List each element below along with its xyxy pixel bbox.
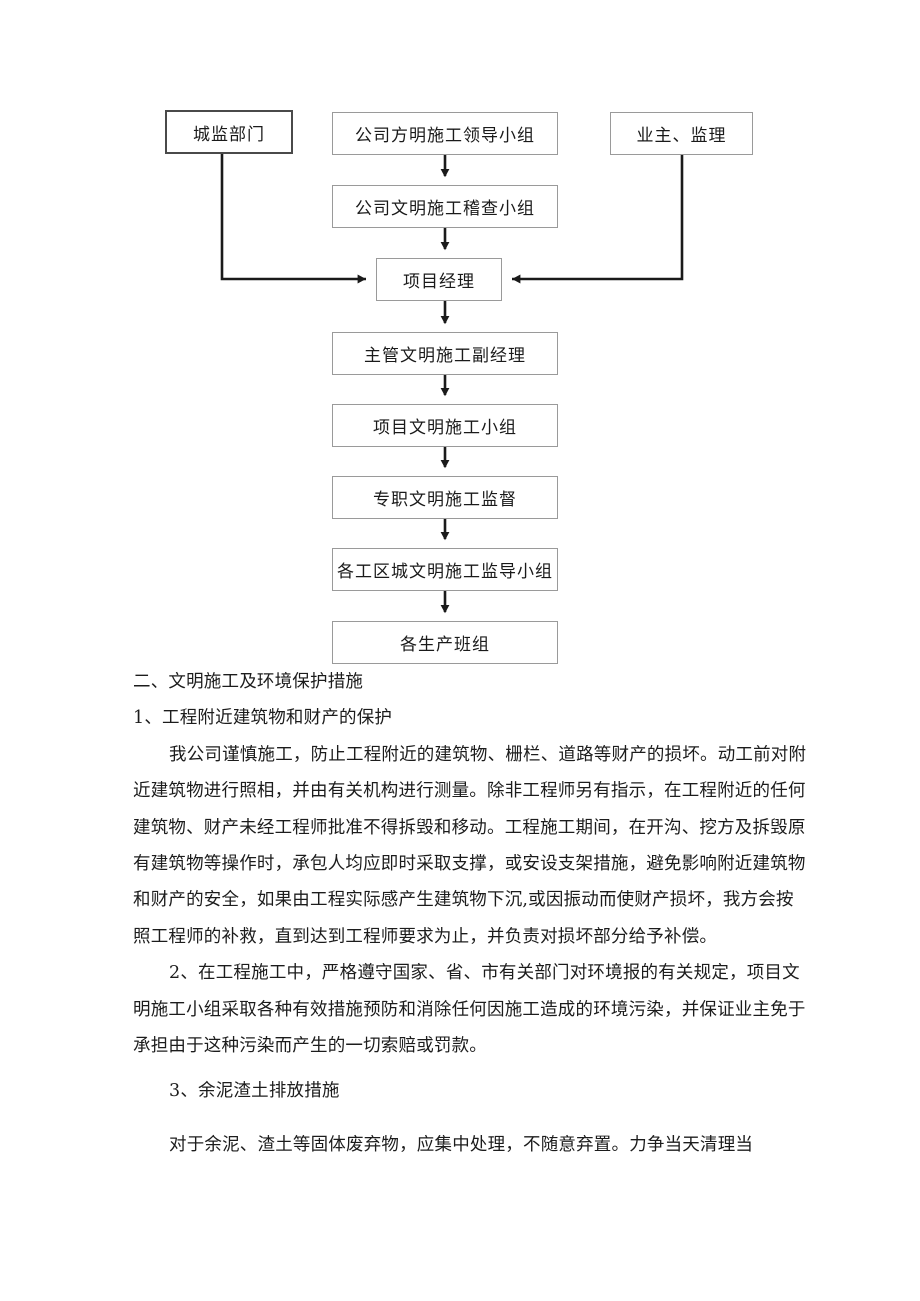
paragraph-line: 有建筑物等操作时，承包人均应即时采取支撑，或安设支架措施，避免影响附近建筑物 bbox=[133, 854, 806, 875]
paragraph-spacer bbox=[133, 1110, 789, 1127]
paragraph-line: 照工程师的补救，直到达到工程师要求为止，并负责对损坏部分给予补偿。 bbox=[133, 926, 718, 947]
paragraph-line: 近建筑物进行照相，并由有关机构进行测量。除非工程师另有指示，在工程附近的任何 bbox=[133, 781, 806, 802]
paragraph-line: 明施工小组采取各种有效措施预防和消除任何因施工造成的环境污染，并保证业主免于 bbox=[133, 999, 806, 1020]
flow-box-chengjian-bumen[interactable]: 城监部门 bbox=[165, 110, 293, 154]
organization-flowchart: 城监部门 公司方明施工领导小组 业主、监理 公司文明施工稽查小组 项目经理 主管… bbox=[165, 110, 753, 664]
paragraph-line: 我公司谨慎施工，防止工程附近的建筑物、栅栏、道路等财产的损坏。动工前对附 bbox=[169, 744, 807, 765]
paragraph-line: 2、在工程施工中，严格遵守国家、省、市有关部门对环境报的有关规定，项目文 bbox=[169, 963, 800, 984]
paragraph-line: 对于余泥、渣土等固体废弃物，应集中处理，不随意弃置。力争当天清理当 bbox=[169, 1134, 754, 1155]
paragraph-line: 承担由于这种污染而产生的一切索赔或罚款。 bbox=[133, 1036, 487, 1057]
flow-box-zhuanzhi-jiandu[interactable]: 专职文明施工监督 bbox=[332, 476, 558, 519]
paragraph-spacer bbox=[133, 1064, 789, 1073]
document-body: 二、文明施工及环境保护措施 1、工程附近建筑物和财产的保护 我公司谨慎施工，防止… bbox=[133, 664, 807, 1163]
section-heading-1: 1、工程附近建筑物和财产的保护 bbox=[133, 708, 393, 729]
flow-box-zhuguan-fujingli[interactable]: 主管文明施工副经理 bbox=[332, 332, 558, 375]
section-heading-2: 二、文明施工及环境保护措施 bbox=[133, 672, 364, 692]
flow-box-xiangmu-wenming-xiaozu[interactable]: 项目文明施工小组 bbox=[332, 404, 558, 447]
paragraph-line: 建筑物、财产未经工程师批准不得拆毁和移动。工程施工期间，在开沟、挖方及拆毁原 bbox=[133, 817, 806, 838]
flow-box-jicha-xiaozu[interactable]: 公司文明施工稽查小组 bbox=[332, 185, 558, 228]
section-heading-3: 3、余泥渣土排放措施 bbox=[169, 1081, 340, 1102]
flow-box-lingdao-xiaozu[interactable]: 公司方明施工领导小组 bbox=[332, 112, 558, 155]
flow-box-xiangmu-jingli[interactable]: 项目经理 bbox=[376, 258, 502, 301]
flow-box-yezhu-jianli[interactable]: 业主、监理 bbox=[610, 112, 753, 155]
flow-box-gongqu-jiandao-xiaozu[interactable]: 各工区城文明施工监导小组 bbox=[332, 548, 558, 591]
paragraph-line: 和财产的安全，如果由工程实际感产生建筑物下沉,或因振动而使财产损坏，我方会按 bbox=[133, 890, 794, 911]
flow-box-ge-shengchan-banzu[interactable]: 各生产班组 bbox=[332, 621, 558, 664]
